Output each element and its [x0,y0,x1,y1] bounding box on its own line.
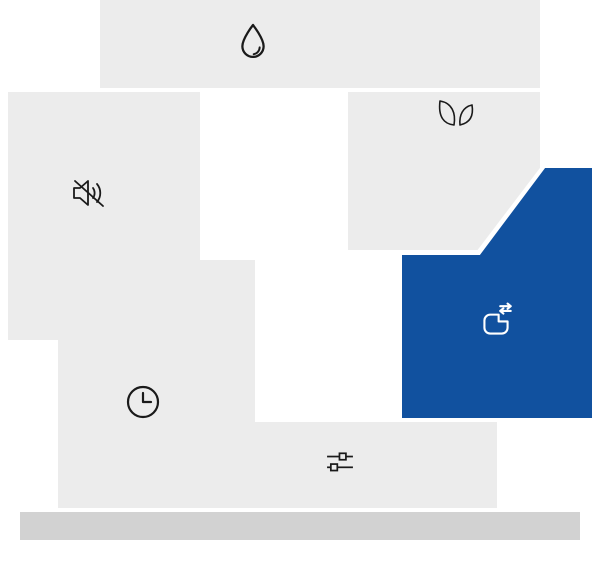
speaker-muted-icon [73,180,104,207]
bottom-bar [20,512,580,540]
tile-clock[interactable] [58,260,255,422]
leaf-icon [438,100,474,126]
faucet-arrows-icon [483,302,512,335]
tile-water[interactable] [100,0,540,88]
sliders-icon [327,452,353,472]
water-drop-icon [241,23,265,58]
tile-settings[interactable] [58,422,497,508]
clock-icon [126,385,160,419]
